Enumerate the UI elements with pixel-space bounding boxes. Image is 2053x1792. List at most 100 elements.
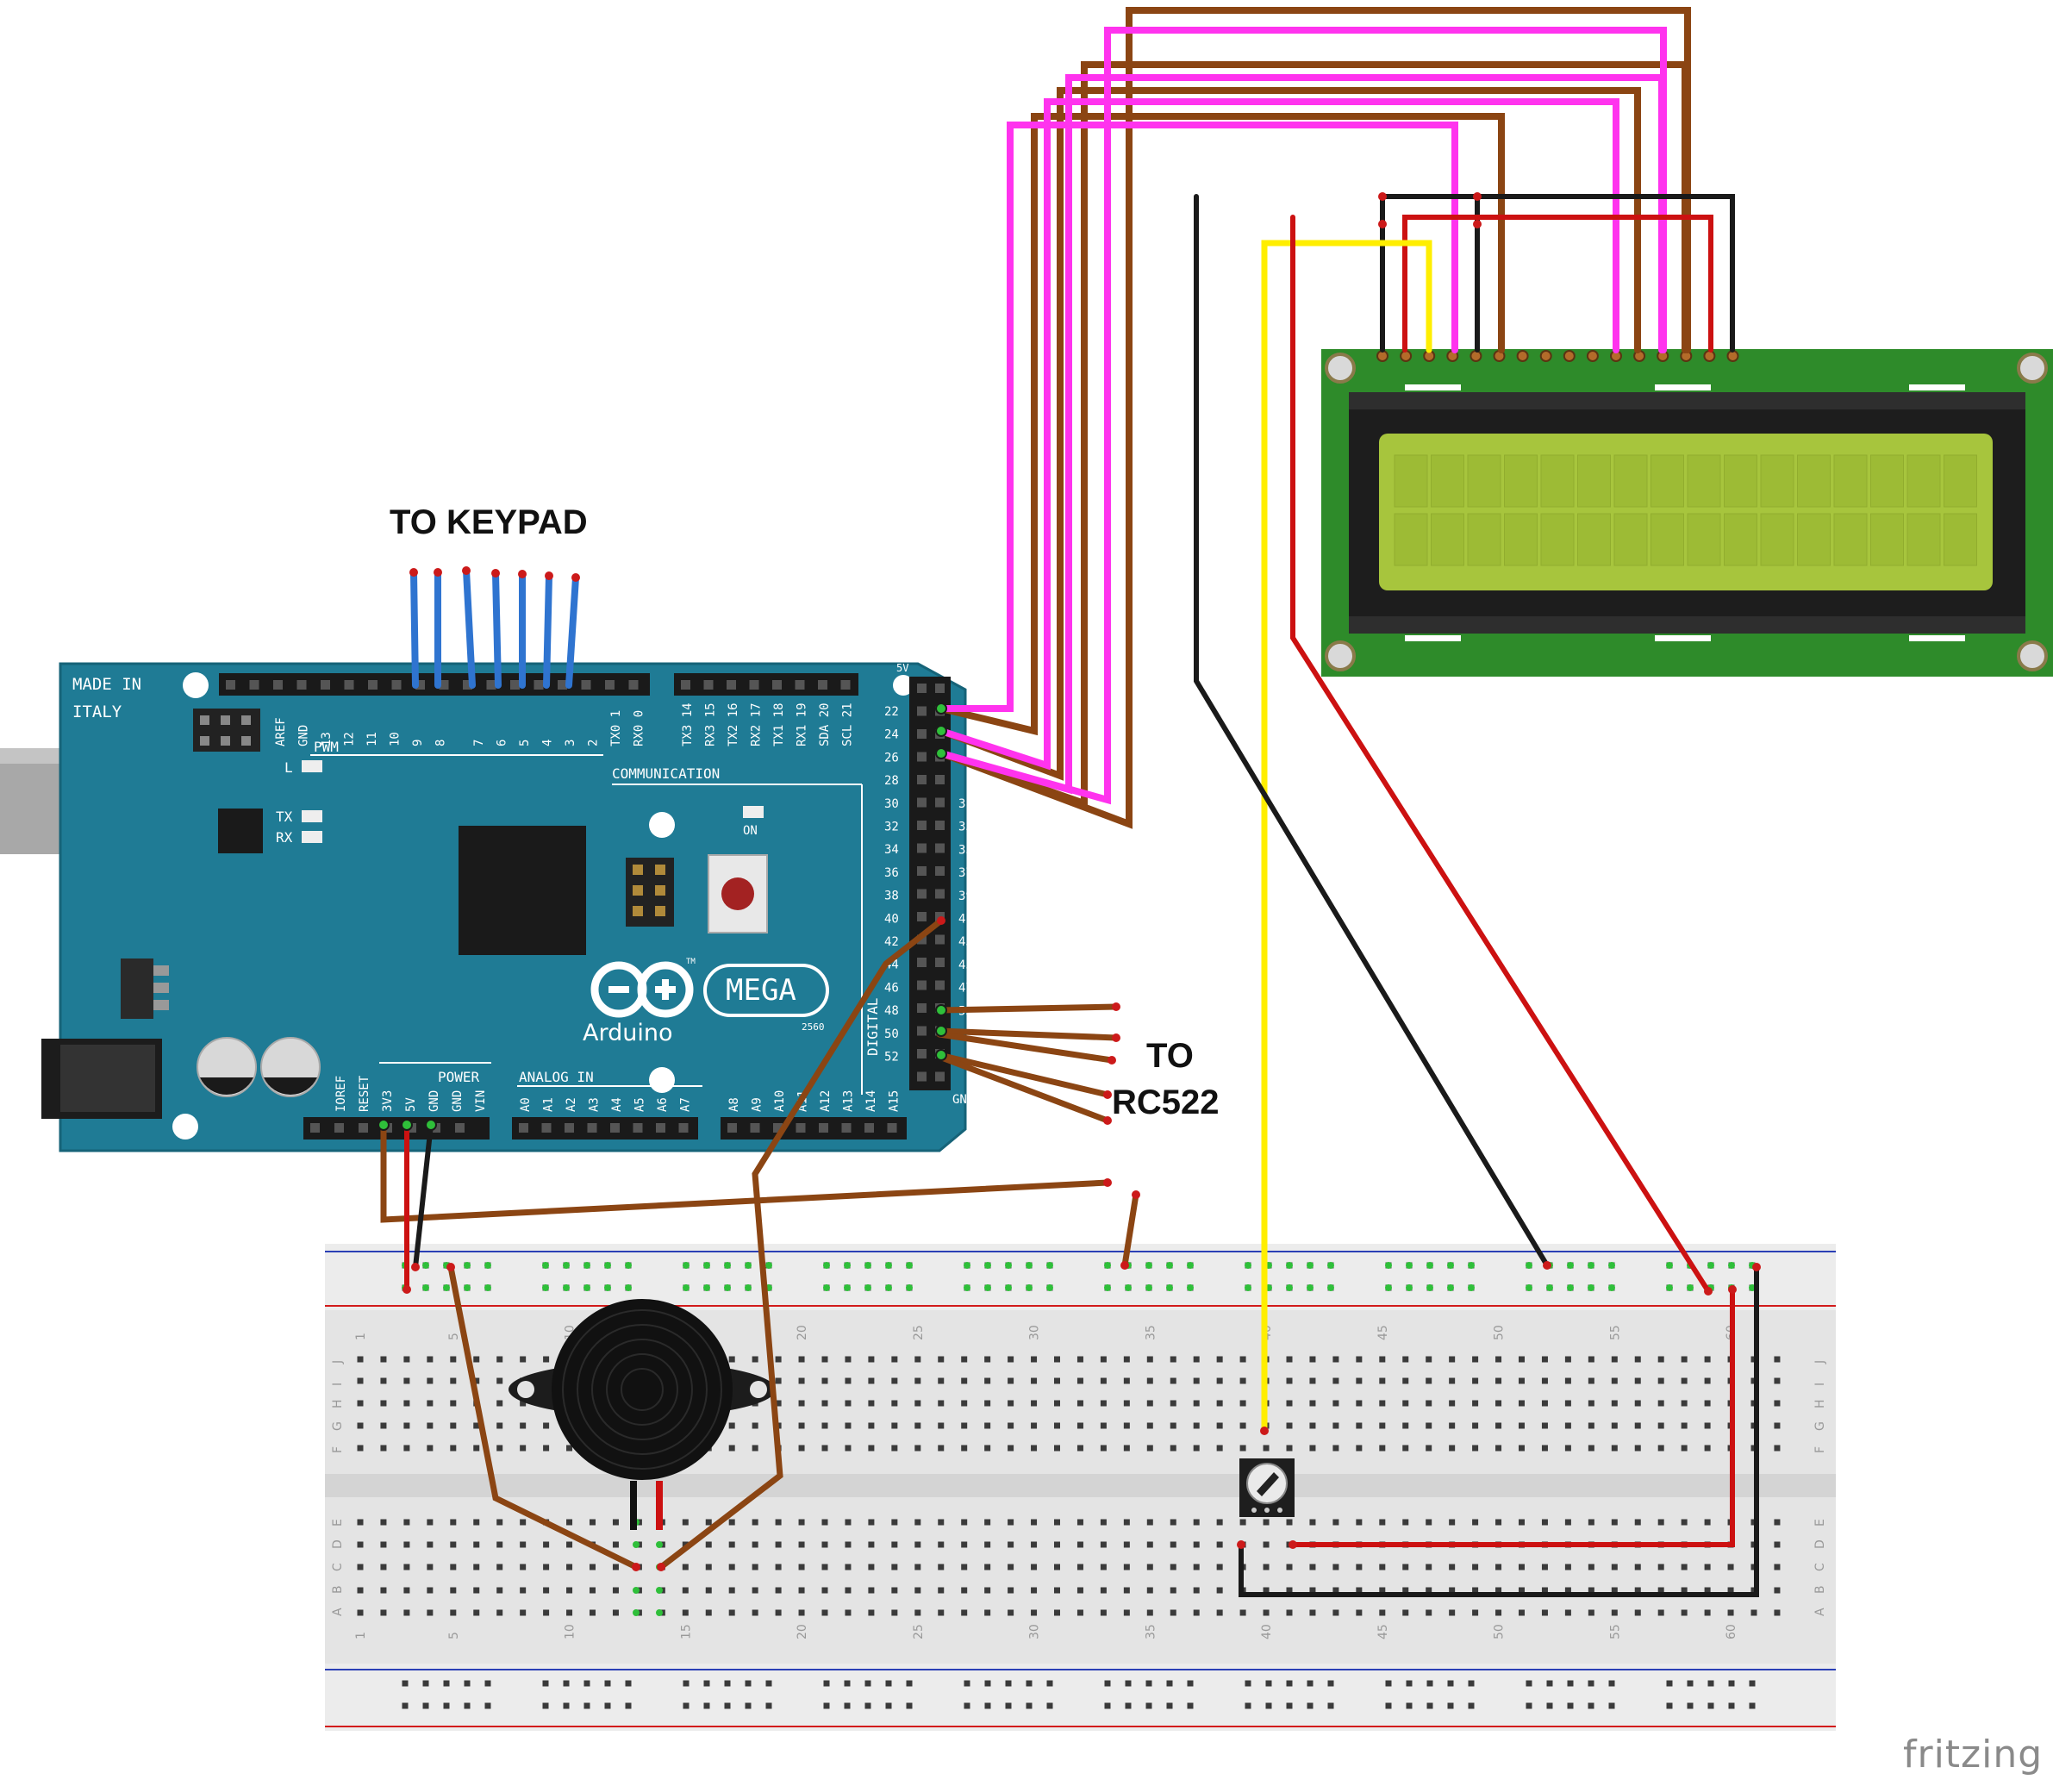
rail-hole bbox=[563, 1702, 570, 1709]
breadboard-hole bbox=[1681, 1445, 1688, 1452]
header-pin bbox=[439, 680, 449, 690]
breadboard: 1155101015152020252530303535404045455050… bbox=[325, 1244, 1836, 1731]
header-pin bbox=[917, 1026, 927, 1036]
breadboard-hole bbox=[427, 1609, 434, 1616]
usb-controller-chip bbox=[218, 809, 263, 853]
breadboard-hole bbox=[1519, 1519, 1525, 1526]
breadboard-hole bbox=[752, 1609, 758, 1616]
rail-hole-active bbox=[1327, 1284, 1334, 1291]
breadboard-hole bbox=[868, 1377, 875, 1384]
breadboard-row-label: J bbox=[1813, 1360, 1827, 1364]
mounting-hole bbox=[893, 675, 914, 696]
breadboard-hole bbox=[752, 1564, 758, 1570]
wire-endpoint bbox=[446, 1263, 455, 1271]
breadboard-hole bbox=[357, 1541, 364, 1548]
breadboard-hole bbox=[1704, 1400, 1711, 1407]
analog-pin-label: A10 bbox=[773, 1090, 787, 1112]
header-pin bbox=[935, 866, 945, 876]
breadboard-hole bbox=[1008, 1400, 1014, 1407]
breadboard-column-label: 50 bbox=[1493, 1325, 1507, 1340]
rail-hole-active bbox=[1166, 1284, 1173, 1291]
wire-lcd-pink bbox=[938, 98, 1619, 771]
breadboard-row-label: H bbox=[331, 1399, 345, 1408]
breadboard-hole bbox=[938, 1445, 945, 1452]
breadboard-hole-active bbox=[656, 1609, 663, 1616]
rail-hole bbox=[1286, 1680, 1293, 1687]
lcd-pin bbox=[1400, 350, 1413, 362]
rail-hole bbox=[823, 1702, 830, 1709]
breadboard-hole bbox=[1146, 1445, 1153, 1452]
wire-buzzer-gnd bbox=[447, 1264, 640, 1570]
wire-keypad bbox=[543, 572, 552, 689]
breadboard-hole bbox=[1564, 1587, 1571, 1594]
breadboard-hole bbox=[775, 1519, 782, 1526]
breadboard-hole bbox=[1076, 1400, 1083, 1407]
buzzer-tab-hole bbox=[750, 1381, 767, 1398]
on-label: ON bbox=[743, 824, 758, 838]
breadboard-hole bbox=[473, 1356, 480, 1363]
rail-hole-active bbox=[1385, 1262, 1392, 1269]
breadboard-hole bbox=[1657, 1519, 1664, 1526]
breadboard-hole bbox=[891, 1400, 898, 1407]
lcd-mount-hole bbox=[2017, 640, 2048, 671]
breadboard-hole bbox=[1519, 1422, 1525, 1429]
lcd-character-cell bbox=[1724, 513, 1757, 566]
breadboard-hole bbox=[798, 1609, 805, 1616]
mcu-chip bbox=[459, 826, 586, 955]
breadboard-hole bbox=[1076, 1519, 1083, 1526]
wire-endpoint bbox=[1112, 1002, 1120, 1011]
power-pin-label: VIN bbox=[474, 1090, 488, 1112]
digital-pin-label: 5 bbox=[518, 740, 532, 746]
lcd-pink-wires bbox=[938, 27, 1667, 805]
breadboard-hole bbox=[798, 1400, 805, 1407]
breadboard-hole bbox=[798, 1356, 805, 1363]
icsp-pins bbox=[200, 715, 251, 746]
rail-hole-active bbox=[864, 1284, 871, 1291]
rail-hole-active bbox=[703, 1284, 710, 1291]
breadboard-hole bbox=[1704, 1609, 1711, 1616]
lcd-character-cells bbox=[1394, 454, 1977, 566]
rail-hole-active bbox=[1426, 1284, 1433, 1291]
rail-hole-active bbox=[1728, 1262, 1735, 1269]
breadboard-hole bbox=[1611, 1519, 1618, 1526]
reset-button-cap[interactable] bbox=[721, 877, 754, 910]
rail-hole-active bbox=[1567, 1284, 1574, 1291]
breadboard-hole bbox=[1054, 1356, 1060, 1363]
rail-hole bbox=[1125, 1680, 1132, 1687]
rail-hole bbox=[1749, 1702, 1756, 1709]
breadboard-column-label: 50 bbox=[1493, 1624, 1507, 1639]
wire-endpoint bbox=[1103, 1090, 1112, 1099]
breadboard-hole bbox=[1356, 1519, 1363, 1526]
breadboard-column-label: 20 bbox=[796, 1624, 809, 1639]
breadboard-hole bbox=[450, 1519, 457, 1526]
breadboard-hole bbox=[938, 1377, 945, 1384]
breadboard-hole bbox=[450, 1400, 457, 1407]
wire-endpoints bbox=[378, 192, 1761, 1571]
breadboard-hole bbox=[845, 1445, 852, 1452]
header-pin bbox=[534, 680, 544, 690]
breadboard-hole bbox=[1774, 1609, 1781, 1616]
breadboard-hole bbox=[1170, 1422, 1176, 1429]
breadboard-hole bbox=[1541, 1356, 1548, 1363]
fritzing-brand: fritzing bbox=[1903, 1733, 2044, 1776]
tm-text: TM bbox=[686, 958, 696, 966]
communication-pin-label: RX1 19 bbox=[796, 702, 809, 746]
header-pin bbox=[935, 775, 945, 784]
digital-pin-label: 13 bbox=[320, 732, 334, 746]
breadboard-row-label: A bbox=[331, 1608, 345, 1616]
breadboard-hole bbox=[1564, 1400, 1571, 1407]
breadboard-hole bbox=[1031, 1356, 1038, 1363]
breadboard-hole bbox=[1588, 1519, 1594, 1526]
breadboard-hole bbox=[1193, 1519, 1200, 1526]
breadboard-hole bbox=[1681, 1422, 1688, 1429]
breadboard-row-label: E bbox=[331, 1519, 345, 1527]
breadboard-hole bbox=[380, 1377, 387, 1384]
rail-hole-active bbox=[745, 1262, 752, 1269]
breadboard-hole bbox=[868, 1519, 875, 1526]
breadboard-hole bbox=[775, 1609, 782, 1616]
communication-pin-label: TX1 18 bbox=[772, 702, 786, 746]
breadboard-hole bbox=[1611, 1445, 1618, 1452]
wire-rc522 bbox=[936, 1003, 1120, 1014]
rail-hole bbox=[1265, 1680, 1272, 1687]
